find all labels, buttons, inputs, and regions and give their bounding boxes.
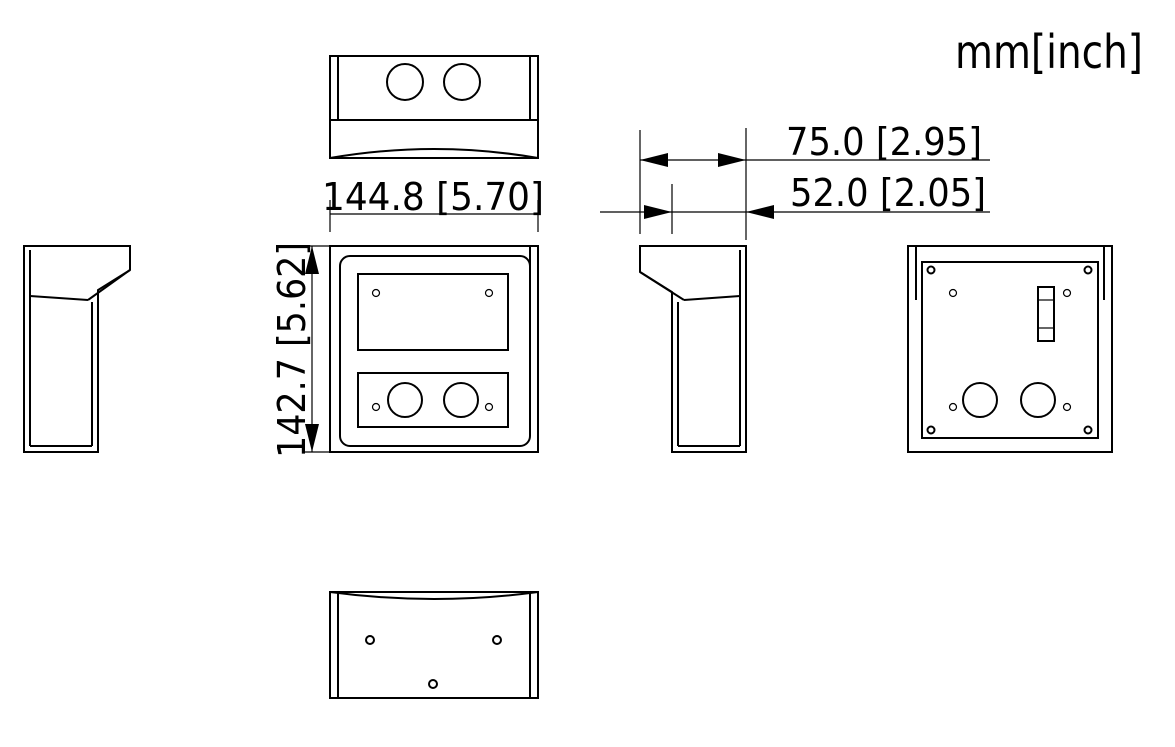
- front-lens-right: [443, 382, 479, 418]
- depth-arrow-1b: [718, 153, 746, 167]
- height-arrow-bottom: [305, 424, 319, 452]
- top-view-lens-left: [386, 63, 424, 101]
- width-dimension: 144.8 [5.70]: [322, 175, 544, 232]
- back-slot: [1037, 286, 1055, 342]
- height-label: 142.7 [5.62]: [270, 242, 314, 458]
- left-side-view: [23, 245, 131, 453]
- display-window: [357, 273, 509, 351]
- lens-panel: [357, 372, 509, 428]
- top-view: [329, 55, 539, 159]
- height-dimension: 142.7 [5.62]: [270, 242, 330, 458]
- width-label: 144.8 [5.70]: [322, 175, 544, 219]
- front-lens-left: [387, 382, 423, 418]
- front-view: [329, 245, 539, 453]
- depth-top-label: 75.0 [2.95]: [786, 120, 982, 164]
- back-view: [907, 245, 1113, 453]
- depth-arrow-1a: [640, 153, 668, 167]
- depth-bottom-label: 52.0 [2.05]: [790, 171, 986, 215]
- back-hole-left: [962, 382, 998, 418]
- back-hole-right: [1020, 382, 1056, 418]
- top-view-lens-right: [443, 63, 481, 101]
- right-side-view: [639, 245, 747, 453]
- height-arrow-top: [305, 246, 319, 274]
- depth-dimensions: 75.0 [2.95] 52.0 [2.05]: [600, 120, 990, 240]
- units-label: mm[inch]: [955, 25, 1143, 79]
- depth-arrow-2a: [644, 205, 672, 219]
- bottom-view: [329, 591, 539, 699]
- depth-arrow-2b: [746, 205, 774, 219]
- back-plate: [921, 261, 1099, 439]
